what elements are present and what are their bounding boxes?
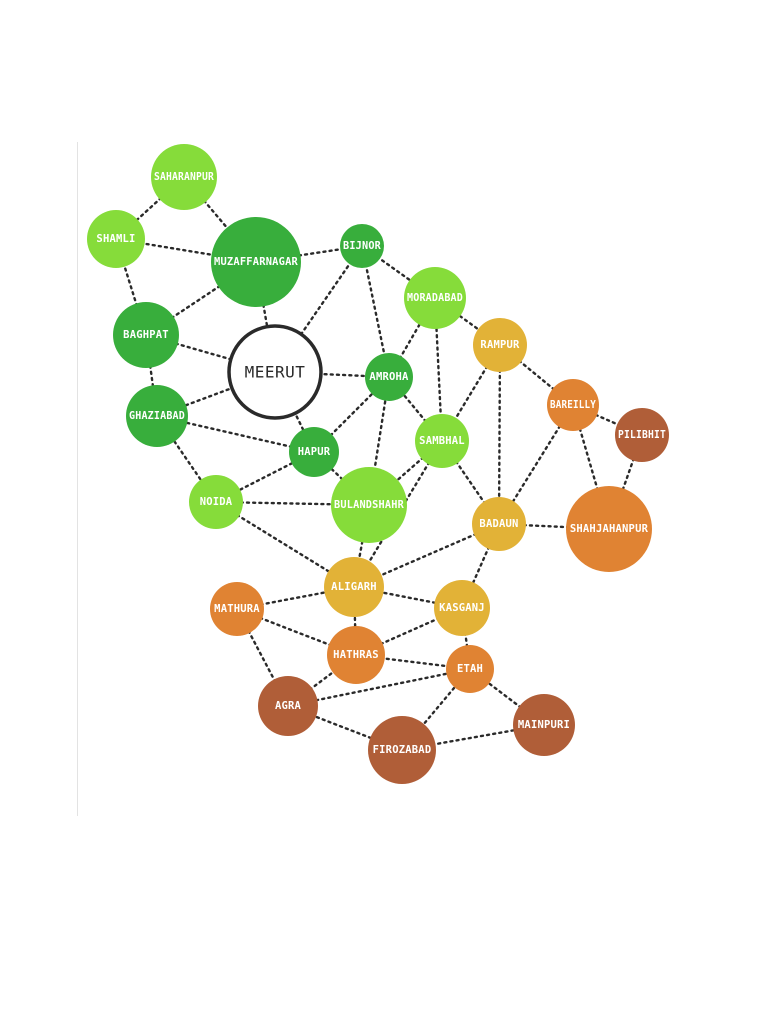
node-circle-bijnor bbox=[340, 224, 384, 268]
node-circle-amroha bbox=[365, 353, 413, 401]
node-circle-bulandshahr bbox=[331, 467, 407, 543]
node-circle-bareilly bbox=[547, 379, 599, 431]
node-bareilly[interactable]: BAREILLY bbox=[547, 379, 599, 431]
node-circle-moradabad bbox=[404, 267, 466, 329]
node-label-ghaziabad: GHAZIABAD bbox=[129, 410, 185, 422]
node-mainpuri[interactable]: MAINPURI bbox=[513, 694, 575, 756]
node-circle-shahjahanpur bbox=[566, 486, 652, 572]
node-label-saharanpur: SAHARANPUR bbox=[154, 171, 214, 183]
node-shahjahanpur[interactable]: SHAHJAHANPUR bbox=[566, 486, 652, 572]
edge-sambhal-badaun bbox=[440, 439, 501, 526]
node-circle-pilibhit bbox=[615, 408, 669, 462]
node-circle-firozabad bbox=[368, 716, 436, 784]
node-label-bulandshahr: BULANDSHAHR bbox=[334, 499, 404, 511]
node-circle-mathura bbox=[210, 582, 264, 636]
node-circle-muzaffarnagar bbox=[211, 217, 301, 307]
node-noida[interactable]: NOIDA bbox=[189, 475, 243, 529]
node-label-bareilly: BAREILLY bbox=[550, 399, 596, 411]
node-mathura[interactable]: MATHURA bbox=[210, 582, 264, 636]
node-label-badaun: BADAUN bbox=[479, 518, 518, 530]
node-label-amroha: AMROHA bbox=[369, 371, 409, 383]
node-circle-etah bbox=[446, 645, 494, 693]
node-meerut[interactable]: MEERUT bbox=[227, 324, 323, 420]
node-label-kasganj: KASGANJ bbox=[439, 602, 485, 614]
edge-noida-aligarh bbox=[214, 500, 356, 589]
node-circle-hathras bbox=[327, 626, 385, 684]
node-moradabad[interactable]: MORADABAD bbox=[404, 267, 466, 329]
node-label-baghpat: BAGHPAT bbox=[123, 329, 169, 341]
node-label-sambhal: SAMBHAL bbox=[419, 435, 465, 447]
node-sambhal[interactable]: SAMBHAL bbox=[415, 414, 469, 468]
node-label-agra: AGRA bbox=[275, 700, 302, 712]
node-etah[interactable]: ETAH bbox=[446, 645, 494, 693]
node-label-etah: ETAH bbox=[457, 663, 483, 675]
node-bijnor[interactable]: BIJNOR bbox=[340, 224, 384, 268]
node-circle-hapur bbox=[289, 427, 339, 477]
node-muzaffarnagar[interactable]: MUZAFFARNAGAR bbox=[211, 217, 301, 307]
node-circle-baghpat bbox=[113, 302, 179, 368]
node-label-muzaffarnagar: MUZAFFARNAGAR bbox=[214, 256, 298, 268]
node-label-pilibhit: PILIBHIT bbox=[618, 429, 666, 441]
node-label-firozabad: FIROZABAD bbox=[373, 744, 432, 756]
node-label-shamli: SHAMLI bbox=[96, 233, 135, 245]
node-label-moradabad: MORADABAD bbox=[407, 292, 463, 304]
node-saharanpur[interactable]: SAHARANPUR bbox=[151, 144, 217, 210]
node-circle-ghaziabad bbox=[126, 385, 188, 447]
node-circle-badaun bbox=[472, 497, 526, 551]
node-label-aligarh: ALIGARH bbox=[331, 581, 377, 593]
node-agra[interactable]: AGRA bbox=[258, 676, 318, 736]
node-label-hapur: HAPUR bbox=[298, 446, 331, 458]
node-badaun[interactable]: BADAUN bbox=[472, 497, 526, 551]
node-circle-mainpuri bbox=[513, 694, 575, 756]
node-hapur[interactable]: HAPUR bbox=[289, 427, 339, 477]
edge-bijnor-meerut bbox=[273, 244, 364, 374]
edge-rampur-badaun bbox=[497, 343, 502, 526]
edge-shamli-baghpat bbox=[114, 237, 148, 337]
node-amroha[interactable]: AMROHA bbox=[365, 353, 413, 401]
node-firozabad[interactable]: FIROZABAD bbox=[368, 716, 436, 784]
edge-etah-agra bbox=[286, 667, 472, 708]
node-label-meerut: MEERUT bbox=[245, 363, 306, 382]
node-pilibhit[interactable]: PILIBHIT bbox=[615, 408, 669, 462]
node-circle-meerut bbox=[227, 324, 323, 420]
node-circle-aligarh bbox=[324, 557, 384, 617]
node-circle-noida bbox=[189, 475, 243, 529]
node-circle-kasganj bbox=[434, 580, 490, 636]
node-label-noida: NOIDA bbox=[200, 496, 233, 508]
node-bulandshahr[interactable]: BULANDSHAHR bbox=[331, 467, 407, 543]
district-nodes: SAHARANPUR SHAMLI MUZAFFARNAGAR BIJNOR MORAD… bbox=[87, 144, 669, 784]
node-label-hathras: HATHRAS bbox=[333, 649, 379, 661]
left-margin-rule bbox=[77, 142, 78, 816]
node-kasganj[interactable]: KASGANJ bbox=[434, 580, 490, 636]
node-ghaziabad[interactable]: GHAZIABAD bbox=[126, 385, 188, 447]
node-circle-sambhal bbox=[415, 414, 469, 468]
node-hathras[interactable]: HATHRAS bbox=[327, 626, 385, 684]
node-label-shahjahanpur: SHAHJAHANPUR bbox=[570, 523, 649, 535]
node-label-bijnor: BIJNOR bbox=[343, 240, 381, 252]
node-rampur[interactable]: RAMPUR bbox=[473, 318, 527, 372]
node-circle-rampur bbox=[473, 318, 527, 372]
node-shamli[interactable]: SHAMLI bbox=[87, 210, 145, 268]
node-circle-agra bbox=[258, 676, 318, 736]
node-label-rampur: RAMPUR bbox=[480, 339, 520, 351]
node-circle-saharanpur bbox=[151, 144, 217, 210]
node-label-mainpuri: MAINPURI bbox=[518, 719, 570, 731]
node-label-mathura: MATHURA bbox=[214, 603, 260, 615]
node-baghpat[interactable]: BAGHPAT bbox=[113, 302, 179, 368]
node-aligarh[interactable]: ALIGARH bbox=[324, 557, 384, 617]
node-circle-shamli bbox=[87, 210, 145, 268]
